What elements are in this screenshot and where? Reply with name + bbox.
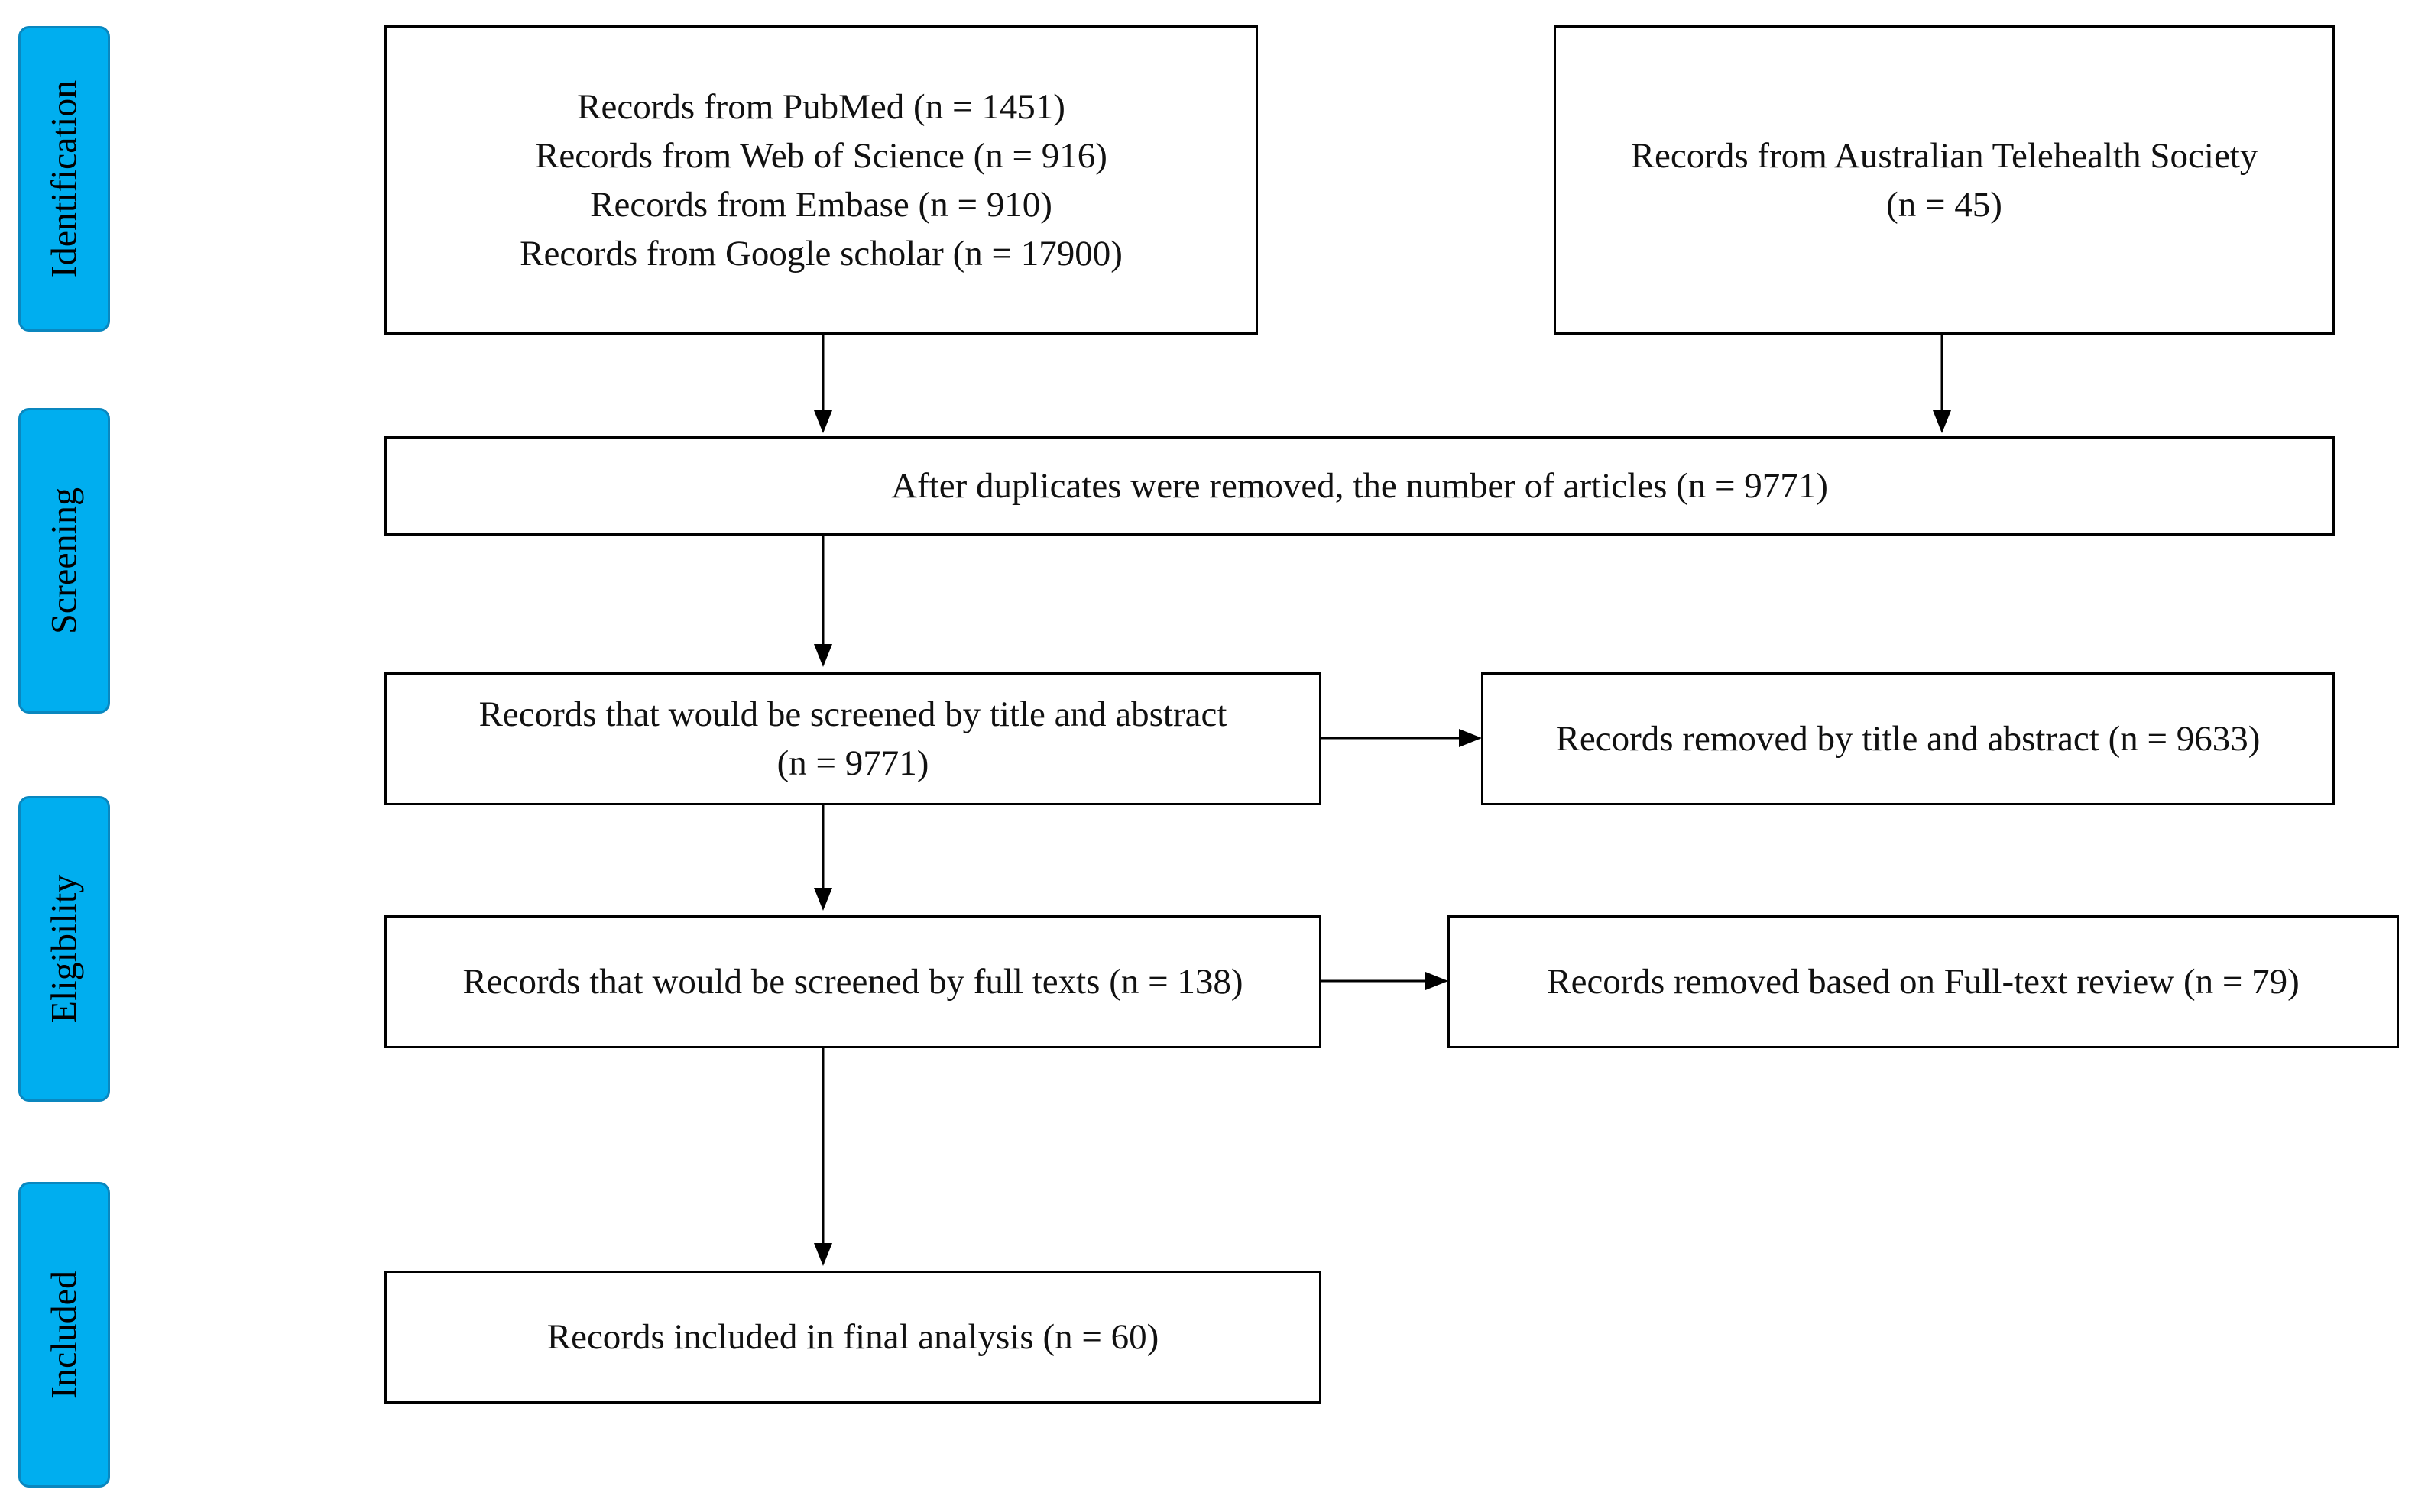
phase-included: Included	[18, 1182, 110, 1488]
title-abstract-screened-line: Records that would be screened by title …	[478, 694, 1227, 734]
phase-eligibility: Eligibility	[18, 796, 110, 1102]
box-title-abstract-screened: Records that would be screened by title …	[384, 672, 1321, 805]
box-fulltext-screened: Records that would be screened by full t…	[384, 915, 1321, 1048]
fulltext-removed-text: Records removed based on Full-text revie…	[1547, 962, 2300, 1002]
database-records-line: Records from Embase (n = 910)	[590, 184, 1052, 225]
phase-screening: Screening	[18, 408, 110, 714]
database-records-line: Records from PubMed (n = 1451)	[577, 86, 1065, 127]
box-after-duplicates: After duplicates were removed, the numbe…	[384, 436, 2335, 536]
box-other-source-records: Records from Australian Telehealth Socie…	[1554, 25, 2335, 335]
fulltext-screened-text: Records that would be screened by full t…	[462, 962, 1243, 1002]
other-source-records-line: (n = 45)	[1886, 184, 2002, 225]
title-abstract-screened-line: (n = 9771)	[776, 743, 929, 783]
other-source-records-line: Records from Australian Telehealth Socie…	[1630, 135, 2258, 176]
after-duplicates-text: After duplicates were removed, the numbe…	[891, 466, 1828, 506]
box-database-records: Records from PubMed (n = 1451) Records f…	[384, 25, 1258, 335]
included-final-text: Records included in final analysis (n = …	[546, 1317, 1159, 1357]
box-included-final: Records included in final analysis (n = …	[384, 1271, 1321, 1404]
database-records-line: Records from Google scholar (n = 17900)	[520, 233, 1123, 274]
database-records-line: Records from Web of Science (n = 916)	[535, 135, 1107, 176]
title-abstract-removed-text: Records removed by title and abstract (n…	[1555, 719, 2261, 759]
phase-identification: Identification	[18, 26, 110, 332]
box-title-abstract-removed: Records removed by title and abstract (n…	[1481, 672, 2335, 805]
box-fulltext-removed: Records removed based on Full-text revie…	[1447, 915, 2399, 1048]
